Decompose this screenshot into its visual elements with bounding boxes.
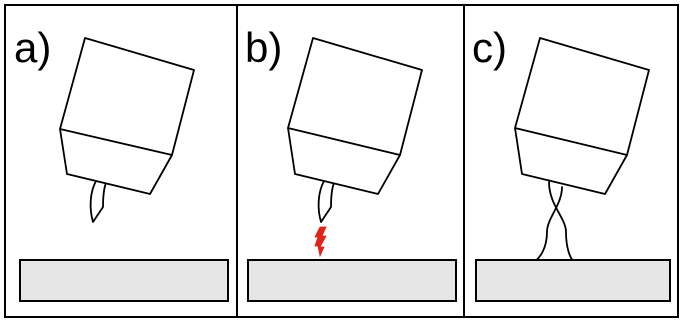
electrode-block-front — [59, 128, 173, 195]
panel-label-b: b) — [245, 24, 282, 71]
workpiece-plate — [475, 259, 671, 302]
electrode-block-top — [514, 37, 650, 156]
panel-b: b) — [245, 24, 457, 302]
workpiece-plate — [19, 259, 229, 302]
electrode-block-front — [287, 127, 401, 195]
electrode-block-top — [287, 37, 423, 156]
electrode-tip — [317, 180, 335, 223]
panel-c: c) — [472, 24, 671, 302]
panel-label-a: a) — [14, 24, 51, 71]
electrode-holder — [59, 37, 195, 195]
bridge-strand-left — [533, 186, 563, 263]
electrode-block-front — [514, 127, 628, 195]
panel-a: a) — [14, 24, 229, 302]
spark-icon — [314, 226, 327, 258]
electrode-block-top — [59, 37, 195, 156]
electrode-tip — [89, 180, 107, 223]
bridged-electrode-tip — [533, 181, 575, 263]
panel-label-c: c) — [472, 24, 507, 71]
workpiece-plate — [247, 259, 457, 302]
electrode-holder — [287, 37, 423, 195]
electrode-holder — [514, 37, 650, 195]
bridge-strand-right — [548, 181, 575, 263]
